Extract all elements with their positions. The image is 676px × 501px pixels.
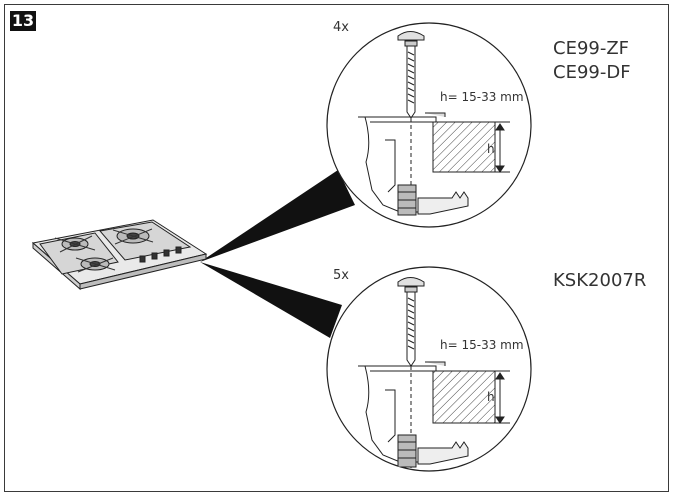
model-label-2: CE99-DF bbox=[553, 62, 631, 83]
detail-circle-bottom bbox=[326, 266, 532, 472]
height-symbol-bottom: h bbox=[487, 390, 495, 404]
callout-wedge-top bbox=[200, 170, 355, 262]
step-number-badge: 13 bbox=[10, 11, 36, 31]
quantity-label-top: 4x bbox=[333, 20, 349, 35]
callout-wedge-bottom bbox=[200, 262, 342, 338]
model-label-1: CE99-ZF bbox=[553, 38, 630, 59]
figure-frame bbox=[4, 4, 669, 492]
quantity-label-bottom: 5x bbox=[333, 268, 349, 283]
height-range-label-bottom: h= 15-33 mm bbox=[440, 338, 524, 352]
height-range-label-top: h= 15-33 mm bbox=[440, 90, 524, 104]
detail-circle-top bbox=[326, 22, 532, 228]
height-symbol-top: h bbox=[487, 142, 495, 156]
model-label-3: KSK2007R bbox=[553, 270, 647, 291]
gas-hob-illustration bbox=[31, 219, 208, 291]
